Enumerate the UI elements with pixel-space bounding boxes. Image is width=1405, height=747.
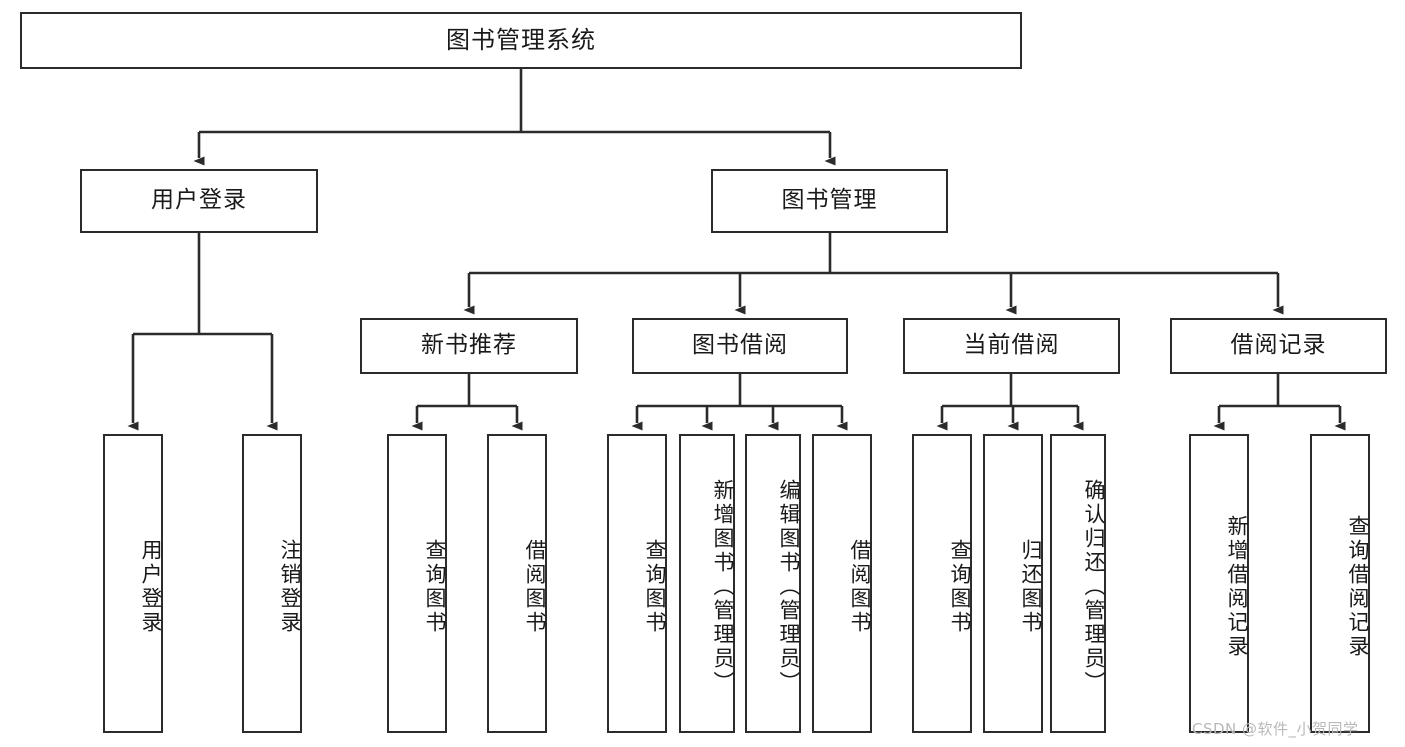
leaf-borrow-book[interactable]: 借阅图书 [812, 434, 872, 733]
leaf-user-login[interactable]: 用户登录 [103, 434, 163, 733]
leaf-borrow-book-recommend[interactable]: 借阅图书 [487, 434, 547, 733]
leaf-query-book-borrow[interactable]: 查询图书 [607, 434, 667, 733]
node-borrow-record[interactable]: 借阅记录 [1170, 318, 1387, 374]
node-user-login[interactable]: 用户登录 [80, 169, 318, 233]
node-book-borrow[interactable]: 图书借阅 [632, 318, 848, 374]
node-current-borrow[interactable]: 当前借阅 [903, 318, 1120, 374]
leaf-query-book-current[interactable]: 查询图书 [912, 434, 972, 733]
node-book-manage[interactable]: 图书管理 [711, 169, 948, 233]
node-root[interactable]: 图书管理系统 [20, 12, 1022, 69]
leaf-query-book-recommend[interactable]: 查询图书 [387, 434, 447, 733]
node-new-book-recommend[interactable]: 新书推荐 [360, 318, 578, 374]
leaf-add-borrow-record[interactable]: 新增借阅记录 [1189, 434, 1249, 733]
leaf-add-book-admin[interactable]: 新增图书（管理员） [679, 434, 735, 733]
leaf-user-logout[interactable]: 注销登录 [242, 434, 302, 733]
leaf-edit-book-admin[interactable]: 编辑图书（管理员） [745, 434, 801, 733]
leaf-return-book[interactable]: 归还图书 [983, 434, 1043, 733]
leaf-query-borrow-record[interactable]: 查询借阅记录 [1310, 434, 1370, 733]
leaf-confirm-return-admin[interactable]: 确认归还（管理员） [1050, 434, 1106, 733]
